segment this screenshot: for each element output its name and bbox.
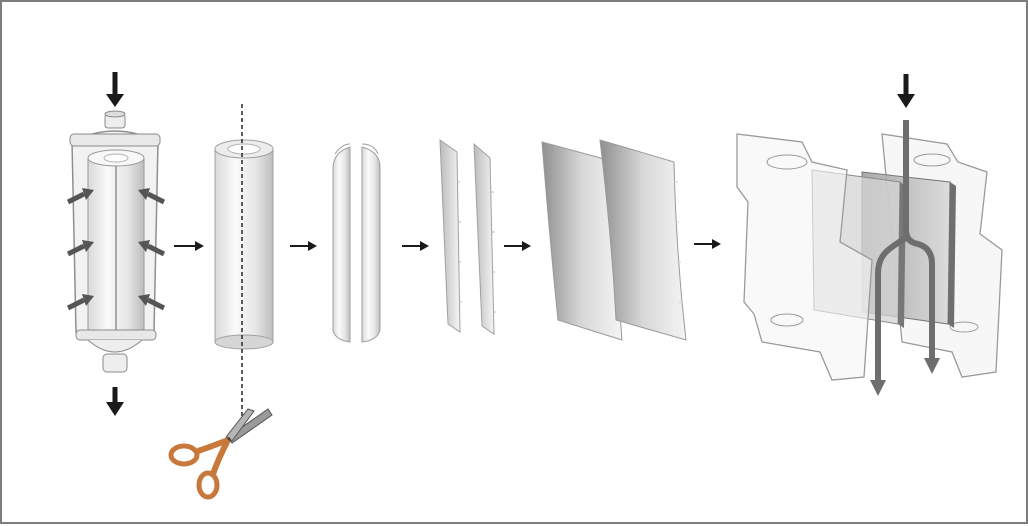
split-cylinder-icon xyxy=(333,144,380,342)
scissors-icon xyxy=(171,409,272,497)
step-arrow-2 xyxy=(290,241,317,251)
membrane-cylinder-icon xyxy=(215,104,273,420)
membrane-strips-icon xyxy=(440,140,496,334)
membrane-sheets-icon xyxy=(542,140,686,340)
flat-sheet-holder-icon xyxy=(737,74,1002,396)
step-arrow-4 xyxy=(504,241,531,251)
step-arrow-5 xyxy=(694,239,721,249)
step-arrow-3 xyxy=(402,241,429,251)
step-arrow-1 xyxy=(174,241,204,251)
filter-cartridge-icon xyxy=(68,72,164,416)
